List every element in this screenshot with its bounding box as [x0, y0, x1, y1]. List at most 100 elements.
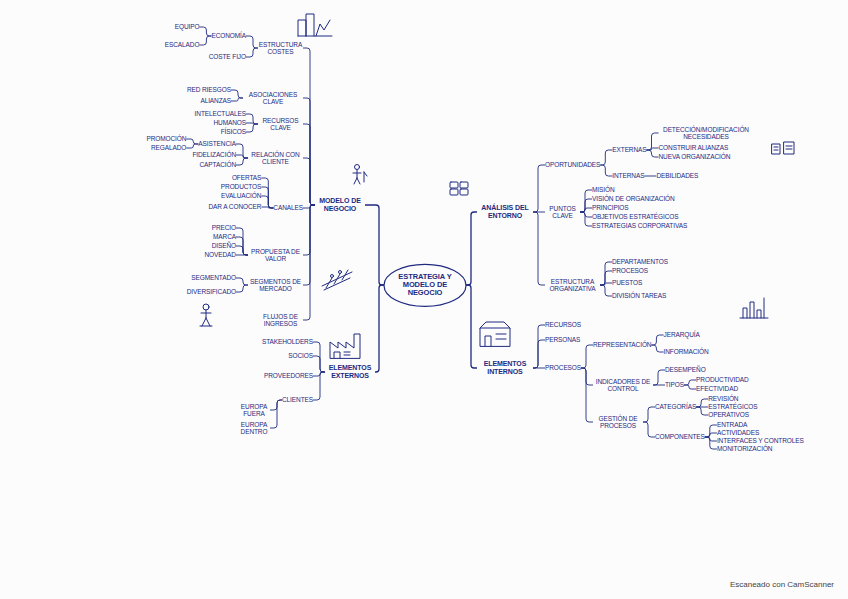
icons-doodle — [772, 142, 794, 154]
factory-doodle — [480, 322, 510, 346]
node-text: ASISTENCIA — [198, 140, 236, 147]
branch-label: FLUJOS DE INGRESOS — [258, 313, 303, 327]
node-text: CLIENTES — [282, 396, 313, 403]
node-text: FÍSICOS — [221, 128, 246, 135]
branch-label: TIPOS — [665, 381, 684, 388]
branch-line — [236, 246, 248, 255]
branch-label: OPERATIVOS — [708, 411, 749, 418]
branch-label: NOVEDAD — [205, 251, 236, 258]
branch-label: EVALUACIÓN — [221, 192, 261, 199]
branch-line — [236, 144, 248, 158]
branch-line — [684, 380, 696, 385]
main-branch-label: MODELO DE NEGOCIO — [315, 197, 365, 212]
branch-line — [643, 407, 655, 422]
node-text: STAKEHOLDERS — [262, 338, 313, 345]
node-text: EFECTIVIDAD — [696, 385, 738, 392]
node-text: CONSTRUIR ALIANZAS — [659, 144, 729, 151]
node-text: VISIÓN DE ORGANIZACIÓN — [592, 195, 675, 202]
node-text: DIVERSIFICADO — [187, 288, 236, 295]
branch-line — [533, 340, 545, 368]
node-text: INFORMACIÓN — [664, 348, 709, 355]
branch-line — [705, 425, 717, 437]
node-text: TIPOS — [665, 381, 684, 388]
branch-line — [261, 178, 273, 208]
branch-label: DISEÑO — [212, 242, 236, 249]
main-branch-label: ELEMENTOS EXTERNOS — [325, 364, 375, 379]
branch-label: EUROPA DENTRO — [238, 421, 270, 435]
branch-label: CLIENTES — [282, 396, 313, 403]
branch-line — [303, 205, 315, 255]
branch-line — [246, 36, 258, 48]
branch-label: MARCA — [213, 233, 236, 240]
branch-label: CATEGORÍAS — [655, 403, 696, 410]
branch-label: FÍSICOS — [221, 128, 246, 135]
branch-label: EFECTIVIDAD — [696, 385, 738, 392]
node-text: SEGMENTADO — [191, 274, 236, 281]
branch-label: INDICADORES DE CONTROL — [593, 378, 653, 392]
branch-label: PROVEEDORES — [264, 372, 313, 379]
branch-line — [696, 407, 708, 415]
branch-line — [199, 36, 211, 45]
central-topic: ESTRATEGIA Y MODELO DE NEGOCIO — [384, 264, 466, 307]
branch-label: HUMANOS — [214, 119, 247, 126]
node-text: PROMOCIÓN — [146, 135, 186, 142]
branch-line — [236, 255, 248, 256]
branch-line — [246, 48, 258, 57]
squares-doodle — [450, 182, 468, 195]
branch-label: DETECCIÓN/MODIFICACIÓN NECESIDADES — [659, 126, 754, 140]
node-text: EUROPA FUERA — [238, 403, 270, 417]
branch-label: ALIANZAS — [200, 97, 231, 104]
branch-line — [303, 205, 315, 285]
node-text: INTERNAS — [612, 172, 644, 179]
branch-label: PRINCIPIOS — [592, 204, 629, 211]
node-text: PRODUCTOS — [221, 183, 262, 190]
node-text: ELEMENTOS INTERNOS — [477, 360, 533, 375]
factory-doodle — [330, 334, 360, 358]
branch-label: PROPUESTA DE VALOR — [248, 248, 303, 262]
node-text: PROCESOS — [612, 267, 648, 274]
branch-label: ESCALADO — [165, 41, 200, 48]
node-text: ELEMENTOS EXTERNOS — [325, 364, 375, 379]
node-text: ALIANZAS — [200, 97, 231, 104]
branch-label: REGALADO — [151, 144, 186, 151]
branch-line — [313, 372, 325, 400]
branch-line — [600, 165, 612, 176]
branch-label: PROCESOS — [545, 364, 581, 371]
node-text: NUEVA ORGANIZACIÓN — [659, 153, 731, 160]
main-branch-label: ELEMENTOS INTERNOS — [477, 360, 533, 375]
branch-label: OFERTAS — [232, 174, 261, 181]
node-text: ESTRATÉGICOS — [708, 403, 757, 410]
figure-doodle — [200, 304, 212, 326]
branch-label: RECURSOS — [545, 321, 581, 328]
node-text: COSTE FIJO — [209, 53, 246, 60]
branch-line — [466, 212, 477, 285]
branch-line — [186, 144, 198, 148]
branch-line — [375, 285, 384, 372]
node-text: OPORTUNIDADES — [545, 161, 600, 168]
branch-line — [705, 433, 717, 437]
branch-line — [231, 90, 243, 98]
node-text: ACTIVIDADES — [717, 429, 759, 436]
branch-label: ESTRUCTURA ORGANIZATIVA — [545, 278, 600, 292]
branch-line — [236, 228, 248, 255]
node-text: PROVEEDORES — [264, 372, 313, 379]
branch-label: ESTRUCTURA COSTES — [258, 41, 303, 55]
node-text: ECONOMÍA — [211, 32, 246, 39]
branch-label: DEBILIDADES — [656, 172, 698, 179]
branch-label: CAPTACIÓN — [200, 161, 237, 168]
branch-line — [600, 271, 612, 285]
branch-line — [313, 372, 325, 376]
branch-label: EXTERNAS — [612, 146, 646, 153]
node-text: ENTRADA — [717, 421, 747, 428]
node-text: PRECIO — [212, 224, 236, 231]
rowers-doodle — [322, 270, 352, 290]
branch-label: ASISTENCIA — [198, 140, 236, 147]
branch-line — [231, 98, 243, 101]
node-text: REGALADO — [151, 144, 186, 151]
branch-line — [303, 205, 315, 320]
node-text: RECURSOS — [545, 321, 581, 328]
node-text: FLUJOS DE INGRESOS — [258, 313, 303, 327]
node-text: OPERATIVOS — [708, 411, 749, 418]
node-text: DESEMPEÑO — [665, 366, 706, 373]
